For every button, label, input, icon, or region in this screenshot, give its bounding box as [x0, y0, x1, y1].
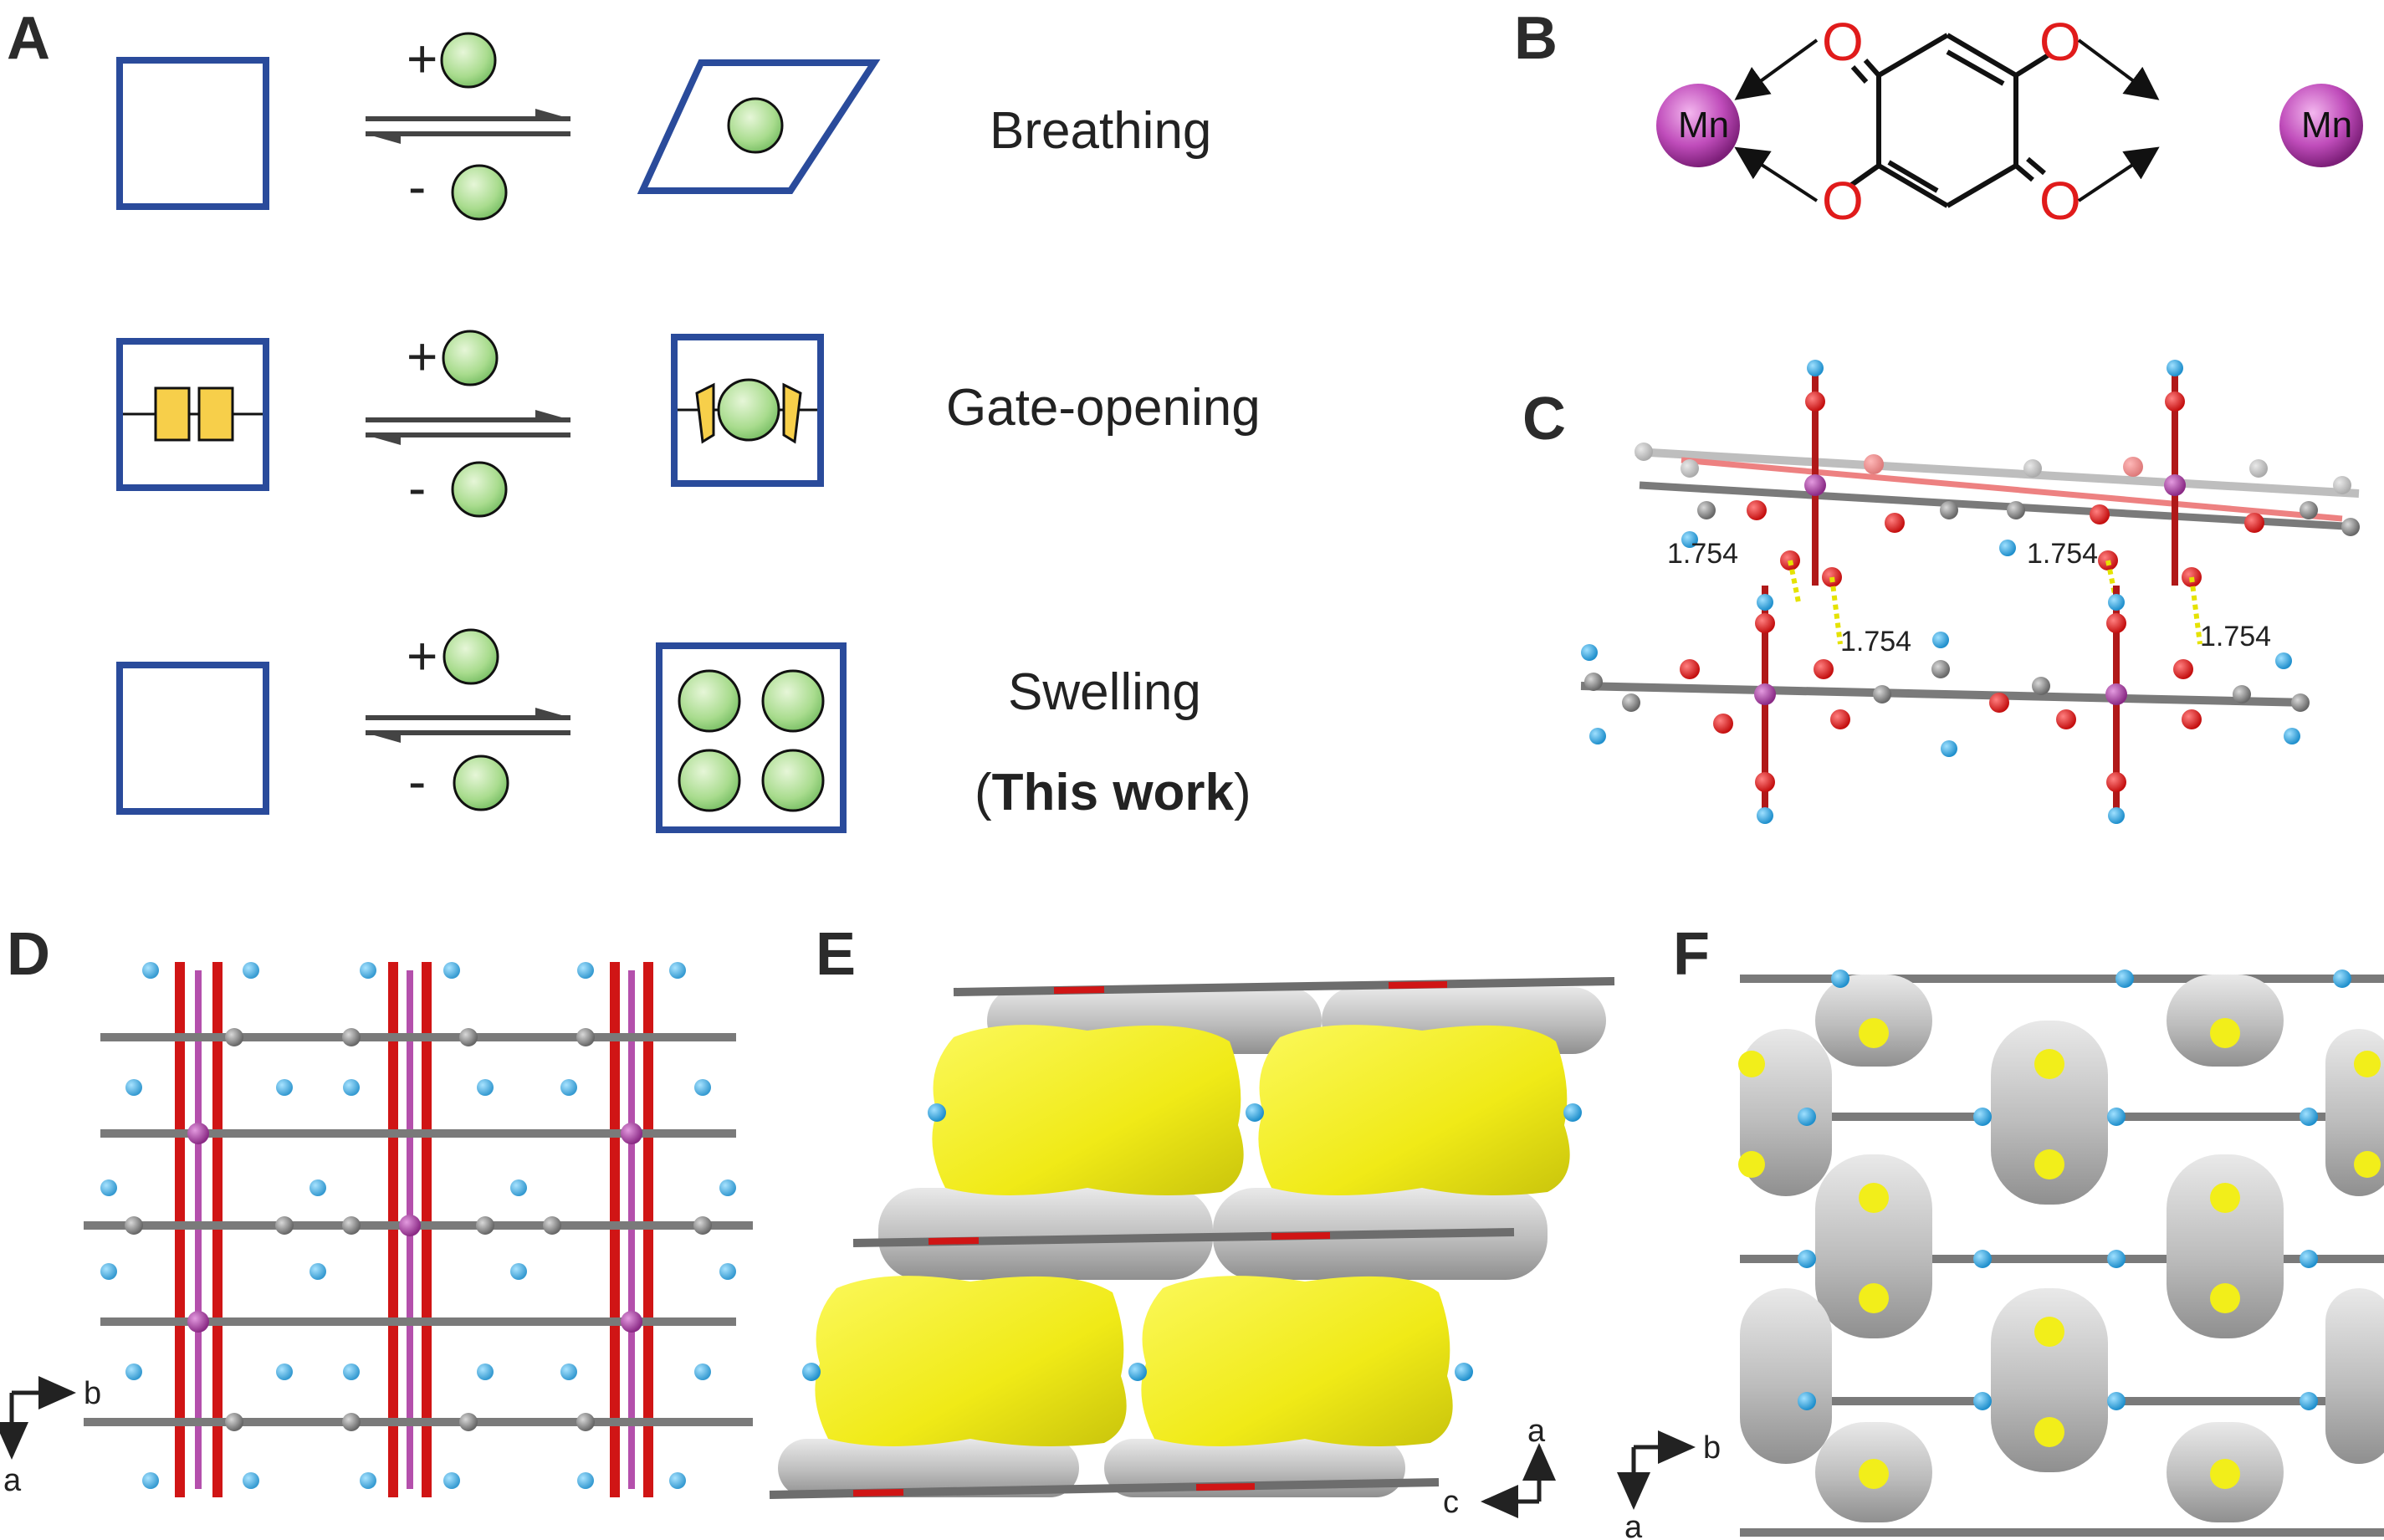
pore-view-b-axis: [769, 977, 1615, 1499]
swelling-row: + - Swelling (This work): [116, 626, 1251, 833]
equilibrium-arrows: [366, 109, 570, 144]
panel-letter-a: A: [7, 5, 50, 72]
minus-sign: -: [408, 751, 426, 811]
guest-molecule: [451, 164, 508, 221]
axis-label-b: b: [1703, 1430, 1721, 1466]
sheared-frame: [637, 59, 881, 194]
panel-b: B O O O O Mn: [1514, 5, 2363, 231]
plus-sign: +: [407, 28, 437, 89]
equilibrium-arrows: [366, 410, 570, 445]
oxygen-label: O: [2039, 12, 2081, 72]
panel-a: A + - Breathing +: [7, 5, 1261, 833]
guest-molecule: [451, 461, 508, 518]
guest-molecule: [761, 669, 825, 733]
panel-letter-e: E: [816, 921, 856, 988]
plus-sign: +: [407, 626, 437, 686]
framework-view-c-axis: [84, 962, 753, 1497]
guest-molecule: [678, 749, 741, 812]
guest-molecule: [761, 749, 825, 812]
mn-label-left: Mn: [1678, 105, 1729, 146]
rotated-linker: [695, 382, 715, 444]
panel-e: E: [769, 921, 1615, 1520]
linker-block: [154, 386, 191, 442]
panel-letter-b: B: [1514, 5, 1558, 72]
axis-indicator: [1481, 1443, 1556, 1518]
guest-molecule: [678, 669, 741, 733]
panel-letter-d: D: [7, 921, 50, 988]
coordination-arrows: [1734, 38, 2160, 202]
panel-letter-f: F: [1673, 921, 1710, 988]
axis-label-c: c: [1443, 1485, 1459, 1520]
h-bond-distance: 1.754: [2027, 538, 2098, 570]
axis-indicator: [0, 1376, 76, 1460]
axis-label-a: a: [3, 1463, 22, 1498]
guest-molecule: [443, 628, 499, 685]
this-work-label: (This work): [975, 764, 1251, 821]
axis-label-a: a: [1624, 1510, 1643, 1540]
breathing-label: Breathing: [990, 102, 1211, 160]
gated-frame: [116, 338, 269, 491]
plus-sign: +: [407, 326, 437, 386]
guest-molecule: [717, 378, 780, 442]
h-bond-distance: 1.754: [1667, 538, 1738, 570]
axis-label-a: a: [1527, 1414, 1546, 1449]
panel-d: D: [0, 921, 753, 1498]
mn-label-right: Mn: [2301, 105, 2352, 146]
empty-frame: [116, 57, 269, 210]
rotated-linker: [782, 382, 802, 444]
mn-atom: [1656, 84, 1740, 167]
guest-molecule: [453, 755, 509, 811]
empty-frame: [116, 662, 269, 815]
swollen-frame: [656, 642, 847, 833]
breathing-row: + - Breathing: [116, 28, 1211, 221]
oxygen-label: O: [1822, 12, 1864, 72]
open-gate-frame: [671, 334, 824, 487]
panel-c: C: [1522, 360, 2360, 824]
guest-molecule: [440, 32, 497, 89]
linker-block: [197, 386, 234, 442]
gate-opening-row: + - Gate-opening: [116, 326, 1261, 518]
equilibrium-arrows: [366, 708, 570, 743]
oxygen-label: O: [2039, 171, 2081, 231]
guest-molecule: [442, 330, 499, 386]
gate-opening-label: Gate-opening: [946, 379, 1261, 437]
guest-molecule: [727, 97, 784, 154]
h-bond-distance: 1.754: [1840, 626, 1911, 657]
axis-label-b: b: [84, 1376, 101, 1411]
pore-view-c-axis: [1738, 970, 2384, 1537]
oxygen-label: O: [1822, 171, 1864, 231]
axis-indicator: [1617, 1430, 1696, 1510]
panel-f: F: [1617, 921, 2384, 1540]
h-bond-distance: 1.754: [2200, 621, 2271, 652]
minus-sign: -: [408, 458, 426, 518]
mn-atom: [2279, 84, 2363, 167]
panel-letter-c: C: [1522, 386, 1566, 453]
swelling-label: Swelling: [1008, 663, 1201, 721]
minus-sign: -: [408, 156, 426, 217]
quinone-ring: [1849, 33, 2051, 208]
ball-and-stick-structure: [1580, 360, 2360, 824]
